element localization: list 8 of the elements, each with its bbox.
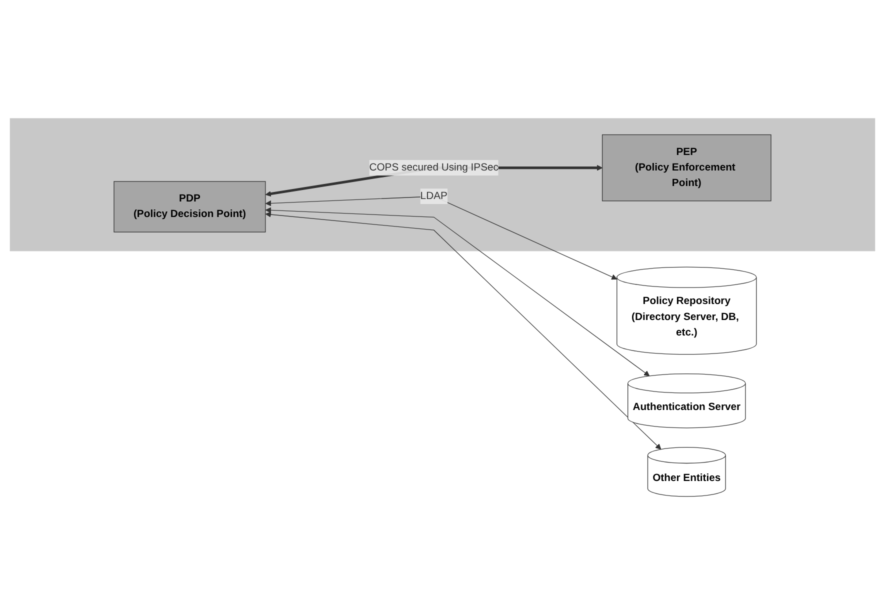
node-box: PDP (Policy Decision Point): [114, 181, 266, 232]
edge-label: LDAP: [420, 190, 448, 202]
arrow: [265, 212, 662, 450]
arrow: [265, 207, 650, 376]
arrow: [265, 196, 618, 280]
node-box: PEP (Policy Enforcement Point): [602, 134, 772, 202]
cluster: [10, 118, 876, 252]
edge-label: COPS secured Using IPSec: [369, 162, 498, 174]
